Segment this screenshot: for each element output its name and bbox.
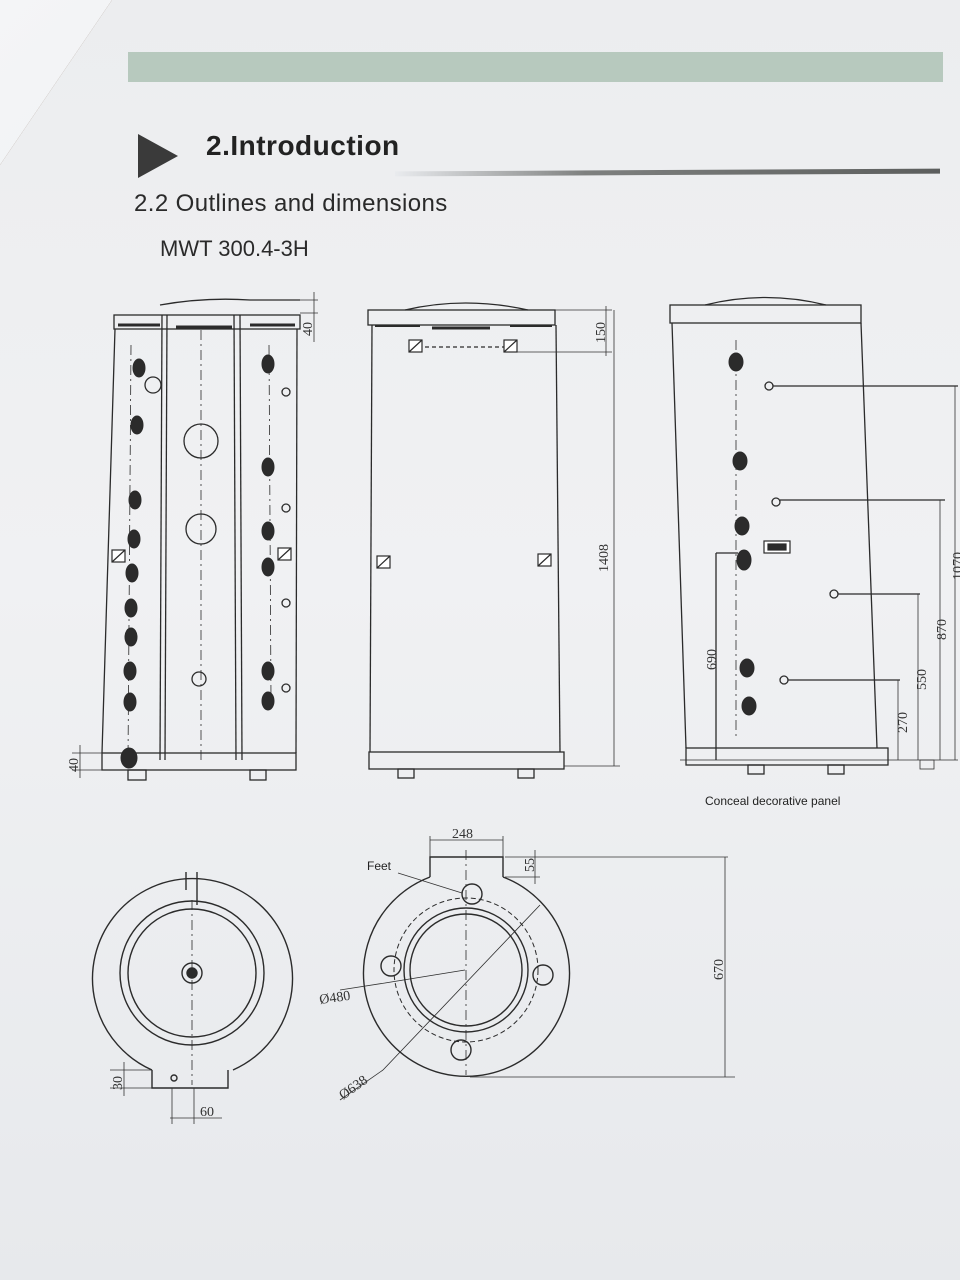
- front-view-dims: [72, 292, 318, 778]
- dim-side-690: 690: [705, 649, 720, 670]
- dim-right-480: Ø480: [318, 989, 351, 1008]
- dim-right-638: Ø638: [337, 1073, 371, 1103]
- feet-label: Feet: [367, 859, 392, 873]
- top-view-left-dims: [110, 1062, 222, 1124]
- dim-side-270: 270: [896, 712, 911, 733]
- section-title: 2.Introduction: [206, 130, 400, 161]
- front-view-fittings: [120, 354, 275, 769]
- top-view-right-dims: [339, 836, 735, 1101]
- side-view-dims: [897, 386, 956, 770]
- dim-side-870: 870: [935, 619, 950, 640]
- dim-front-bottom: 40: [67, 758, 82, 772]
- dim-front-top: 40: [301, 322, 316, 336]
- dim-right-670: 670: [712, 959, 727, 980]
- back-view-dims: [517, 306, 620, 767]
- dim-right-248: 248: [452, 827, 473, 842]
- top-view-left: [91, 872, 294, 1089]
- side-view: [669, 296, 958, 775]
- dim-right-55: 55: [523, 858, 538, 872]
- dim-left-60: 60: [200, 1105, 214, 1120]
- top-view-right: [362, 850, 571, 1078]
- side-view-caption: Conceal decorative panel: [705, 794, 840, 808]
- model-name: MWT 300.4-3H: [160, 236, 309, 261]
- dim-left-30: 30: [111, 1076, 126, 1090]
- subsection-title: 2.2 Outlines and dimensions: [134, 190, 448, 217]
- front-view: [101, 298, 301, 781]
- header-banner: [128, 52, 943, 82]
- dim-side-partial: 1070: [951, 552, 960, 580]
- back-view: [367, 302, 565, 779]
- section-arrow-icon: [138, 134, 178, 178]
- dim-back-top: 150: [594, 322, 609, 343]
- dim-side-550: 550: [915, 669, 930, 690]
- dim-back-height: 1408: [597, 544, 612, 572]
